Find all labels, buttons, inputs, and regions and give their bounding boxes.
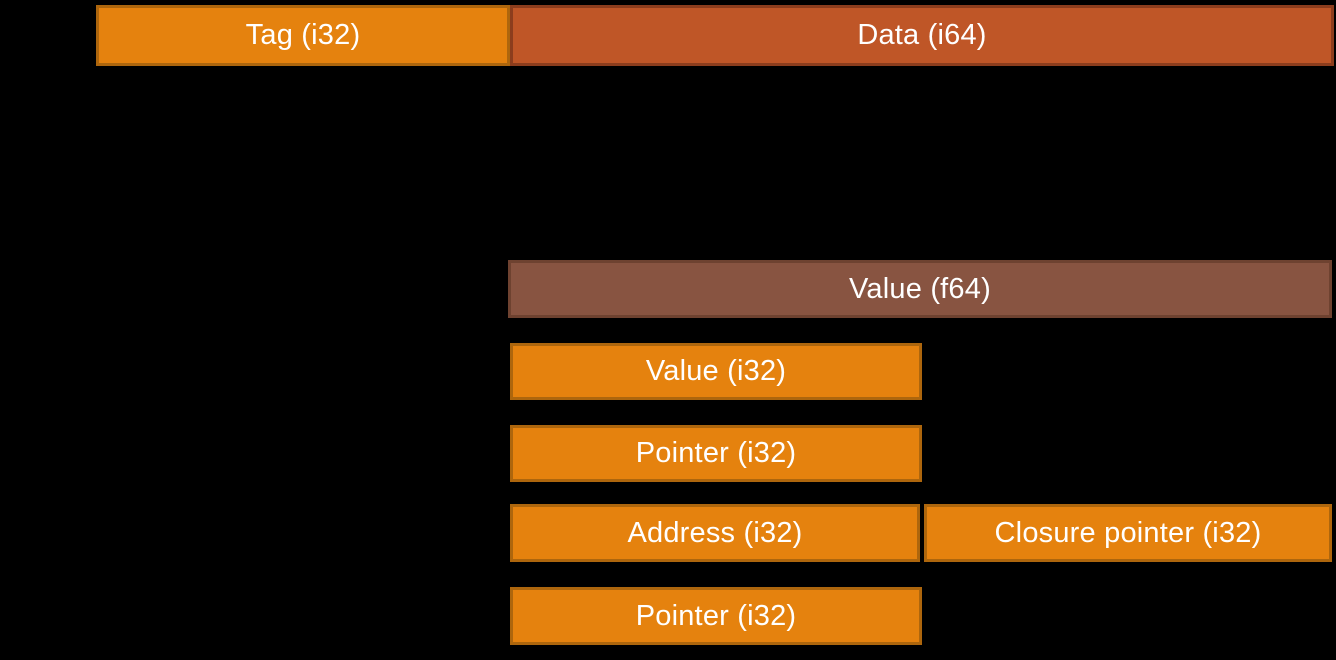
pointer-i32-box-1-label: Pointer (i32)	[635, 437, 797, 469]
pointer-i32-box-2: Pointer (i32)	[510, 587, 922, 645]
value-f64-box: Value (f64)	[508, 260, 1332, 318]
tag-i32-box-label: Tag (i32)	[245, 19, 361, 51]
closure-pointer-i32-box: Closure pointer (i32)	[924, 504, 1332, 562]
address-i32-box: Address (i32)	[510, 504, 920, 562]
tag-i32-box: Tag (i32)	[96, 5, 510, 66]
pointer-i32-box-1: Pointer (i32)	[510, 425, 922, 482]
address-i32-box-label: Address (i32)	[627, 516, 803, 549]
value-f64-box-label: Value (f64)	[849, 272, 991, 305]
value-i32-box-label: Value (i32)	[645, 355, 787, 387]
pointer-i32-box-2-label: Pointer (i32)	[635, 599, 797, 632]
data-i64-box-label: Data (i64)	[857, 19, 987, 51]
closure-pointer-i32-box-label: Closure pointer (i32)	[994, 516, 1262, 549]
value-i32-box: Value (i32)	[510, 343, 922, 400]
data-i64-box: Data (i64)	[510, 5, 1334, 66]
